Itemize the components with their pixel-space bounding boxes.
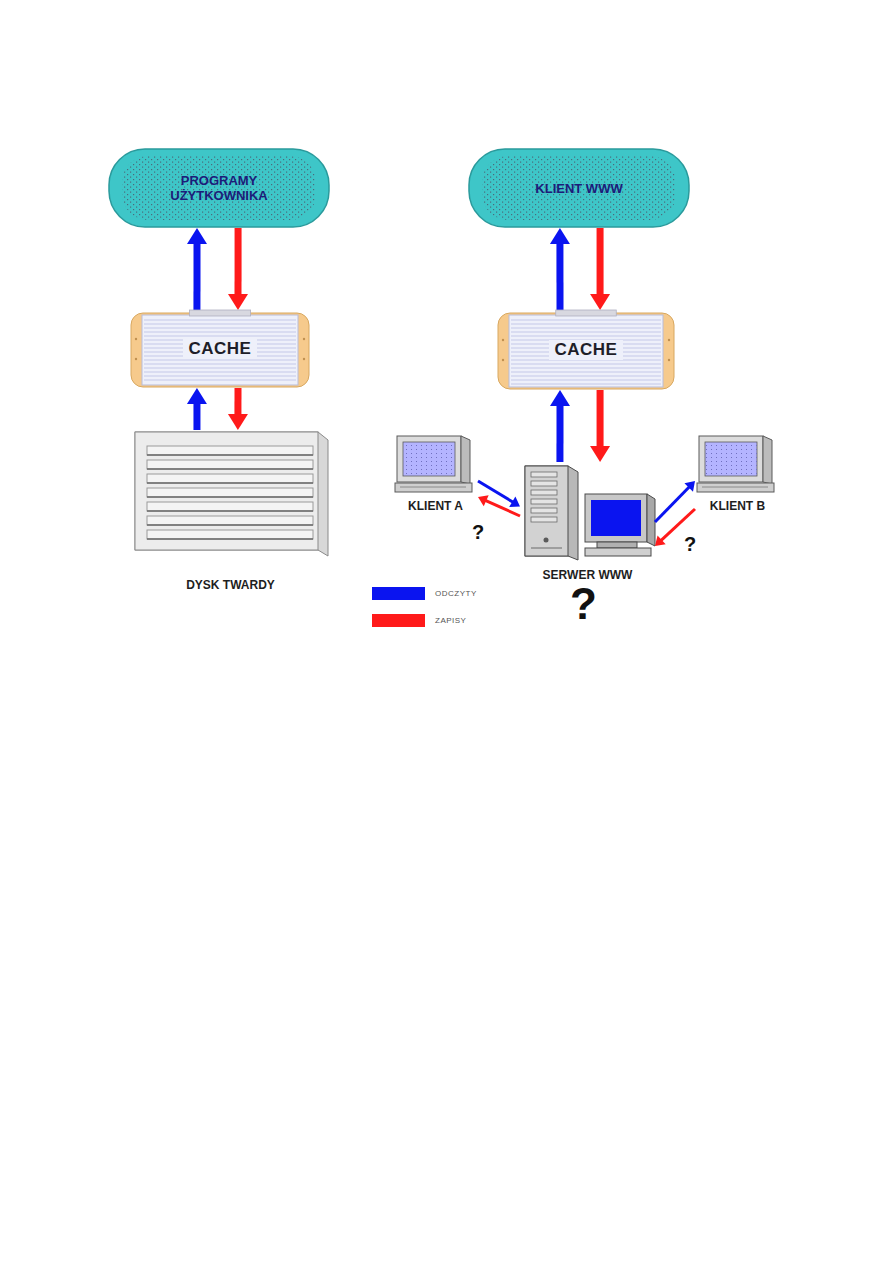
data-flow-arrow <box>187 388 207 430</box>
server-monitor <box>585 494 655 556</box>
legend-label: ZAPISY <box>435 616 466 625</box>
cache-box: CACHE <box>497 310 675 390</box>
question-mark: ? <box>684 534 696 554</box>
data-flow-arrow <box>550 228 570 310</box>
legend-row: ZAPISY <box>372 614 466 627</box>
client-computer <box>395 436 472 492</box>
cache-box: CACHE <box>130 310 310 388</box>
client-node: KLIENT A <box>393 433 478 513</box>
hard-disk <box>135 432 328 556</box>
question-mark: ? <box>570 582 597 626</box>
node-title: PROGRAMY UŻYTKOWNIKA <box>159 173 279 203</box>
client-computer <box>697 436 774 492</box>
hard-disk-node: DYSK TWARDY <box>133 430 328 592</box>
node-label: KLIENT B <box>685 499 790 513</box>
data-flow-arrow <box>228 228 248 310</box>
data-flow-arrow <box>590 390 610 462</box>
node-label: SERWER WWW <box>510 568 665 582</box>
program-blob: PROGRAMY UŻYTKOWNIKA <box>108 148 330 228</box>
node-label: DYSK TWARDY <box>123 578 338 592</box>
data-flow-arrow <box>478 495 520 516</box>
data-flow-arrow <box>590 228 610 310</box>
node-title: CACHE <box>183 339 258 359</box>
legend-swatch <box>372 587 425 600</box>
node-label: KLIENT A <box>383 499 488 513</box>
data-flow-arrow <box>550 390 570 462</box>
data-flow-arrow <box>187 228 207 310</box>
node-title: CACHE <box>549 340 624 360</box>
data-flow-arrow <box>228 388 248 430</box>
legend-swatch <box>372 614 425 627</box>
server-tower <box>525 466 578 560</box>
client-blob: KLIENT WWW <box>468 148 690 228</box>
server-node: SERWER WWW <box>520 462 655 582</box>
data-flow-arrow <box>478 481 520 507</box>
legend-row: ODCZYTY <box>372 587 477 600</box>
question-mark: ? <box>472 522 484 542</box>
node-title: KLIENT WWW <box>535 181 622 196</box>
legend-label: ODCZYTY <box>435 589 477 598</box>
client-node: KLIENT B <box>695 433 780 513</box>
